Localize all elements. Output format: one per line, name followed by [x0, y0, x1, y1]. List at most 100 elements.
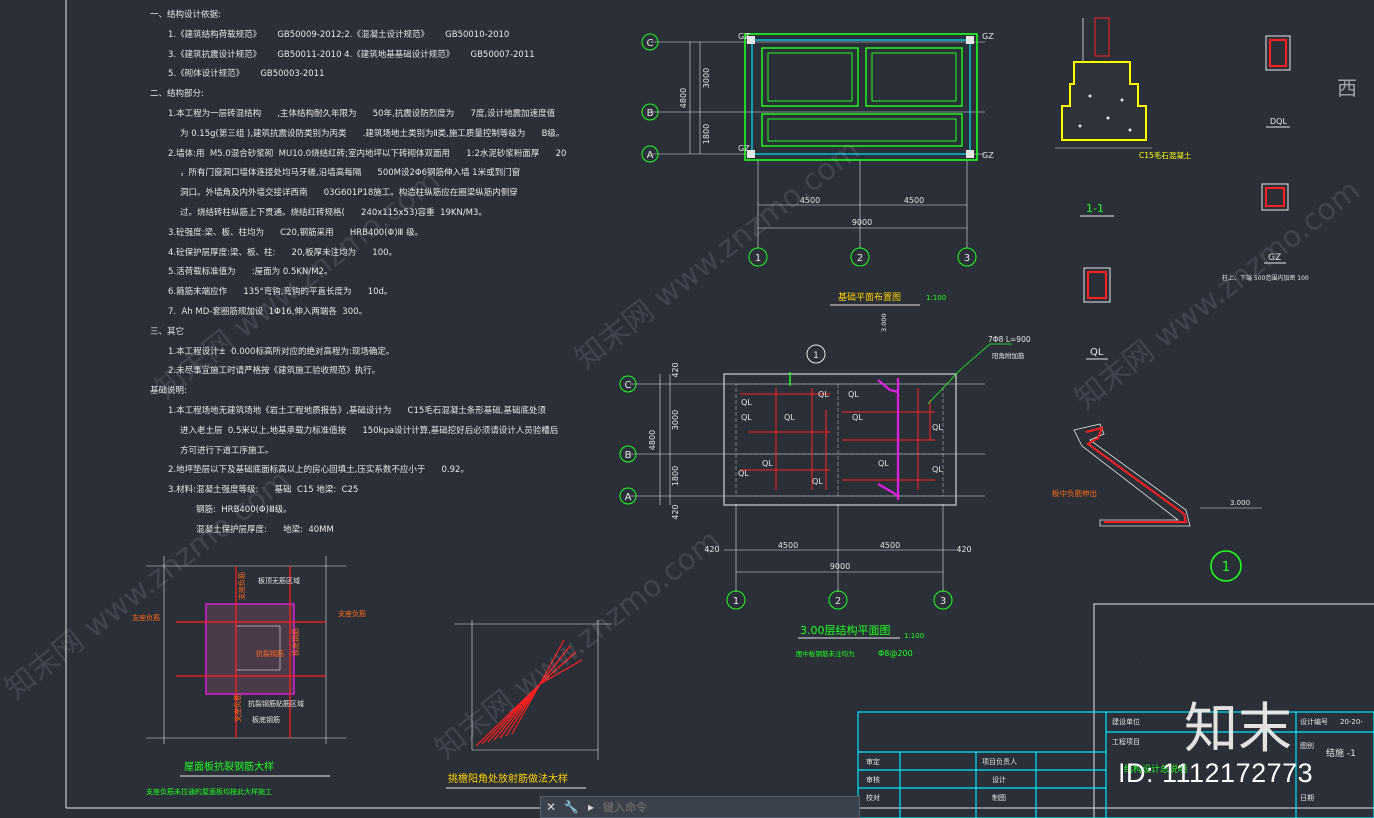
sp-axis-c: C — [625, 380, 632, 391]
ql-detail-label: QL — [1090, 347, 1104, 358]
title-block-text: 审定 审核 校对 项目负责人 设计 制图 建设单位 工程项目 结构设计总说明 设… — [866, 717, 1363, 802]
tiny-note: . — [1140, 661, 1141, 665]
fp-title: 基础平面布置图 — [838, 291, 901, 303]
sp-dim-h-420a: 420 — [704, 545, 719, 554]
stair-note: 板中负筋伸出 — [1052, 488, 1097, 498]
watermark-west: 西 — [1337, 76, 1357, 100]
fp-dim-4500b: 4500 — [904, 196, 924, 205]
design-notes: 一、结构设计依据: 1.《建筑结构荷载规范》 GB50009-2012;2.《混凝… — [150, 6, 610, 541]
note-line: 一、结构设计依据: — [150, 10, 221, 20]
sp-ql-7: QL — [852, 413, 863, 422]
sp-ql-1: QL — [741, 398, 752, 407]
sp-ql-8: QL — [762, 459, 773, 468]
roof-label-2: 板顶无筋区域 — [258, 576, 300, 585]
roof-label-0: 支座负筋 — [132, 613, 160, 622]
sp-rebar-sub: 阳角附加筋 — [992, 351, 1025, 360]
sp-axis-b: B — [625, 450, 632, 461]
sp-rebar-label: 7Φ8 L=900 — [988, 335, 1031, 344]
sp-note: 图中板钢筋未注均为 — [796, 649, 855, 658]
sp-ql-2: QL — [818, 390, 829, 399]
gz-detail-label: GZ — [1268, 253, 1281, 263]
tb-date-label: 日期 — [1300, 794, 1314, 802]
roof-detail-title: 屋面板抗裂钢筋大样 — [184, 760, 274, 773]
fp-axis-1: 1 — [755, 253, 761, 264]
note-line: 方可进行下道工序施工。 — [180, 445, 274, 456]
sp-dim-h-4500b: 4500 — [880, 541, 900, 550]
note-line: 二、结构部分: — [150, 89, 204, 100]
tb-row-2: 校对 — [866, 793, 880, 802]
title-block — [857, 711, 1374, 818]
sp-note-val: Φ8@200 — [878, 649, 913, 658]
roof-label-7: 支座负筋 — [237, 572, 246, 600]
tb-sheet-label: 图别 — [1300, 741, 1314, 750]
note-line: 1.本工程场地无建筑场地《岩土工程地质报告》,基础设计为 C15毛石混凝土条形基… — [168, 405, 546, 416]
sp-elev: 3.000 — [880, 313, 888, 332]
note-line: 4.砼保护层厚度:梁、板、柱: 20,板厚未注均为 100。 — [168, 247, 398, 258]
section-1-1-label: 1-1 — [1086, 202, 1104, 215]
roof-label-5: 抗裂钢筋贴筋区域 — [248, 699, 304, 708]
fp-dim-4800: 4800 — [679, 88, 688, 108]
sp-dim-h-9000: 9000 — [830, 562, 850, 571]
sp-ql-11: QL — [932, 465, 943, 474]
prompt-icon[interactable]: ▸ — [587, 800, 595, 814]
mortar-note: C15毛石混凝土 — [1139, 150, 1192, 160]
note-line: 基础说明: — [150, 386, 187, 397]
sp-axis-1: 1 — [733, 596, 739, 607]
corner-detail-title: 挑檐阳角处放射筋做法大样 — [448, 772, 568, 785]
tb-row-1: 审核 — [866, 775, 880, 784]
tb-code-value: 20-20- — [1340, 718, 1363, 726]
tb-col-2: 制图 — [992, 793, 1006, 802]
structural-plan: QL QL QL QL QL QL QL QL QL QL QL QL 1 7Φ… — [619, 313, 1031, 658]
sp-dim-420a: 420 — [671, 362, 680, 377]
note-line: 1.本工程设计± 0.000标高所对应的绝对高程为:现场确定。 — [168, 346, 395, 357]
wrench-icon[interactable]: 🔧 — [563, 800, 579, 814]
foundation-plan: C B A 1 2 3 3000 1800 4800 4500 4500 900… — [641, 32, 994, 306]
note-line: 进入老土层 0.5米以上,地基承载力标准值按 150kpa设计计算,基础挖好后必… — [180, 425, 559, 436]
roof-label-4: 板底钢筋 — [291, 628, 300, 656]
roof-label-8: 支座负筋 — [233, 694, 242, 722]
tb-code-label: 设计编号 — [1300, 717, 1328, 726]
detail-corner: 挑檐阳角处放射筋做法大样 — [446, 620, 612, 789]
roof-detail-sub: 支座负筋未拉通的屋面板均按此大样施工 — [146, 787, 272, 796]
sp-section-mark: 1 — [813, 351, 819, 361]
tb-drawing-name: 结构设计总说明 — [1124, 763, 1187, 775]
note-line: 三、其它 — [150, 326, 185, 337]
fp-gz-label: GZ — [738, 32, 750, 41]
sp-ql-5: QL — [784, 413, 795, 422]
note-line: 1.《建筑结构荷载规范》 GB50009-2012;2.《混凝土设计规范》 GB… — [168, 29, 510, 40]
fp-axis-c: C — [647, 38, 654, 49]
tb-sheet-value: 结施 -1 — [1326, 747, 1356, 759]
detail-circle-mark: 1 — [1222, 560, 1230, 575]
sp-ql-4: QL — [741, 413, 752, 422]
note-line: 5.《砌体设计规范》 GB50003-2011 — [168, 69, 325, 80]
command-line: ✕ 🔧 ▸ — [540, 796, 860, 818]
note-line: 2.未尽事宜施工时请严格按《建筑施工验收规范》执行。 — [168, 366, 381, 377]
details-right: 1-1 C15毛石混凝土 DQL GZ 柱上、下端 500范围内加密 100 Q… — [1052, 17, 1309, 582]
note-line: 6.箍筋末端应作 135°弯钩,弯钩的平直长度为 10d。 — [168, 287, 393, 298]
tb-field-0: 建设单位 — [1112, 717, 1140, 726]
note-line: 洞口。外墙角及内外墙交接详西南 03G601P18施工。构造柱纵筋应在圈梁纵筋内… — [180, 188, 518, 199]
command-input[interactable] — [601, 799, 859, 815]
tb-row-0: 审定 — [866, 757, 880, 766]
roof-label-3: 抗裂钢筋 — [256, 649, 284, 658]
sp-dim-1800: 1800 — [671, 466, 680, 486]
sp-title: 3.00层结构平面图 — [800, 623, 891, 637]
close-icon[interactable]: ✕ — [545, 800, 557, 814]
sp-scale: 1:100 — [904, 632, 924, 640]
note-line: 2.地坪垫层以下及基础底面标高以上的房心回填土,压实系数不应小于 0.92。 — [168, 465, 469, 476]
note-line: 混凝土保护层厚度: 地梁: 40MM — [196, 524, 334, 535]
note-line: 过。烧结砖柱纵筋上下贯通。烧结红砖规格( 240x115x53)容重 19KN/… — [180, 207, 487, 218]
sp-dim-h-4500a: 4500 — [778, 541, 798, 550]
sp-dim-h-420b: 420 — [956, 545, 971, 554]
sp-dim-4800: 4800 — [648, 430, 657, 450]
note-line: 3.材料:混凝土强度等级: 基础 C15 地梁: C25 — [168, 485, 359, 496]
note-line: 钢筋: HRB400(Φ)Ⅲ级。 — [196, 504, 292, 515]
sp-dim-3000: 3000 — [671, 410, 680, 430]
sp-ql-10: QL — [738, 469, 749, 478]
note-line: 3.《建筑抗震设计规范》 GB50011-2010 4.《建筑地基基础设计规范》… — [168, 49, 535, 60]
fp-gz-label-4: GZ — [982, 151, 994, 160]
watermark-id: ID: 1112172773 — [1118, 758, 1314, 788]
note-line: 7. Ah MD-套圈筋规加设 1Φ16,伸入两端各 300。 — [168, 306, 368, 317]
note-line: 为 0.15g(第三组 ),建筑抗震设防类别为丙类 .建筑场地土类别为Ⅱ类,施工… — [180, 128, 565, 139]
